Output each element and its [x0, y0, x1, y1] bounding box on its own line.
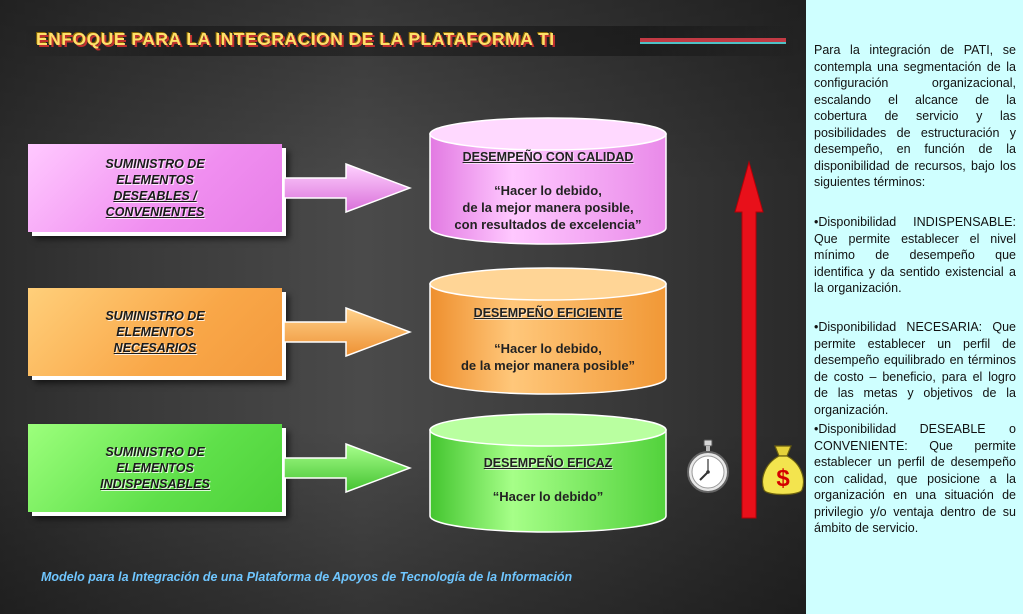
title-underline	[640, 38, 786, 44]
cylinder-calidad-line3: con resultados de excelencia”	[454, 217, 642, 232]
cylinder-eficiente-heading: DESEMPEÑO EFICIENTE	[473, 306, 623, 320]
arrow-indispensables	[284, 442, 412, 494]
box-indispensables-line1: SUMINISTRO DE	[105, 445, 205, 459]
side-panel-bullet-deseable: •Disponibilidad DESEABLE o CONVENIENTE: …	[814, 422, 1016, 535]
cylinder-desempeno-calidad: DESEMPEÑO CON CALIDAD “Hacer lo debido, …	[428, 116, 668, 246]
box-indispensables-text: SUMINISTRO DE ELEMENTOS INDISPENSABLES	[100, 444, 210, 492]
side-panel-bullet-indispensable: •Disponibilidad INDISPENSABLE: Que permi…	[814, 215, 1016, 295]
box-necesarios-line3: NECESARIOS	[113, 341, 197, 355]
box-necesarios-line1: SUMINISTRO DE	[105, 309, 205, 323]
box-necesarios-line2: ELEMENTOS	[116, 325, 194, 339]
cylinder-eficaz-line1: “Hacer lo debido”	[492, 489, 604, 504]
progress-up-arrow	[734, 160, 764, 519]
side-panel-bullet-necesaria: •Disponibilidad NECESARIA: Que permite e…	[814, 320, 1016, 417]
box-deseables-convenientes: SUMINISTRO DE ELEMENTOS DESEABLES / CONV…	[28, 144, 282, 232]
arrow-deseables	[284, 162, 412, 214]
side-panel	[806, 0, 1023, 614]
box-deseables-text: SUMINISTRO DE ELEMENTOS DESEABLES / CONV…	[105, 156, 204, 220]
box-necesarios: SUMINISTRO DE ELEMENTOS NECESARIOS	[28, 288, 282, 376]
arrow-necesarios	[284, 306, 412, 358]
slide-caption: Modelo para la Integración de una Plataf…	[41, 570, 573, 584]
stopwatch-icon	[687, 439, 729, 493]
cylinder-calidad-line1: “Hacer lo debido,	[494, 183, 602, 198]
cylinder-eficiente-line1: “Hacer lo debido,	[494, 341, 602, 356]
box-indispensables: SUMINISTRO DE ELEMENTOS INDISPENSABLES	[28, 424, 282, 512]
cylinder-desempeno-eficiente: DESEMPEÑO EFICIENTE “Hacer lo debido, de…	[428, 266, 668, 396]
cylinder-calidad-body: “Hacer lo debido, de la mejor manera pos…	[428, 182, 668, 233]
cylinder-calidad-shape	[429, 117, 667, 245]
cylinder-calidad-heading: DESEMPEÑO CON CALIDAD	[462, 150, 634, 164]
slide-canvas: ENFOQUE PARA LA INTEGRACION DE LA PLATAF…	[0, 0, 806, 614]
cylinder-eficiente-shape	[429, 267, 667, 395]
cylinder-eficaz-shape	[429, 413, 667, 533]
box-necesarios-text: SUMINISTRO DE ELEMENTOS NECESARIOS	[105, 308, 204, 356]
slide-title: ENFOQUE PARA LA INTEGRACION DE LA PLATAF…	[36, 29, 555, 49]
cylinder-eficiente-line2: de la mejor manera posible”	[460, 358, 636, 373]
money-bag-symbol: $	[776, 465, 790, 492]
box-deseables-line1: SUMINISTRO DE	[105, 157, 205, 171]
box-deseables-line2: ELEMENTOS	[116, 173, 194, 187]
side-panel-intro: Para la integración de PATI, se contempl…	[814, 43, 1016, 189]
cylinder-desempeno-eficaz: DESEMPEÑO EFICAZ “Hacer lo debido”	[428, 412, 668, 534]
box-deseables-line4: CONVENIENTES	[105, 205, 205, 219]
cylinder-calidad-line2: de la mejor manera posible,	[462, 200, 634, 215]
box-deseables-line3: DESEABLES /	[113, 189, 197, 203]
cylinder-eficaz-heading: DESEMPEÑO EFICAZ	[483, 456, 613, 470]
cylinder-eficiente-body: “Hacer lo debido, de la mejor manera pos…	[428, 340, 668, 374]
box-indispensables-line2: ELEMENTOS	[116, 461, 194, 475]
box-indispensables-line3: INDISPENSABLES	[100, 477, 210, 491]
money-bag-icon: $	[761, 445, 805, 496]
